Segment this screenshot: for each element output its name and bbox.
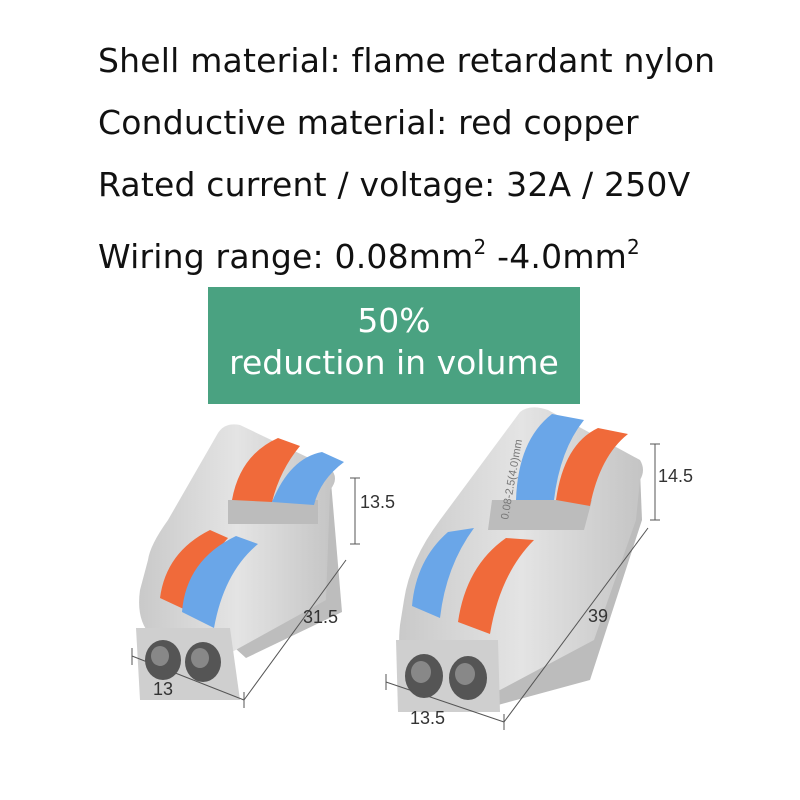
small-width-label: 13 bbox=[153, 679, 173, 699]
small-connector bbox=[136, 424, 344, 700]
spec-rated-current-voltage: Rated current / voltage: 32A / 250V bbox=[98, 165, 691, 204]
small-front-lever-orange bbox=[160, 530, 228, 612]
banner-caption: reduction in volume bbox=[229, 343, 559, 382]
large-rear-lever-orange bbox=[556, 428, 628, 506]
small-length-label: 31.5 bbox=[303, 607, 338, 627]
large-dimension-lines bbox=[385, 443, 660, 730]
small-dimension-lines bbox=[131, 477, 360, 708]
small-wire-hole-left-inner bbox=[151, 646, 169, 666]
small-height-label: 13.5 bbox=[360, 492, 395, 512]
wiring-range-max: -4.0mm bbox=[486, 237, 628, 276]
large-width-label: 13.5 bbox=[410, 708, 445, 728]
spec-shell-material: Shell material: flame retardant nylon bbox=[98, 41, 716, 80]
wiring-range-text: Wiring range: 0.08mm bbox=[98, 237, 474, 276]
large-wire-hole-right-inner bbox=[455, 663, 475, 685]
banner-percent: 50% bbox=[357, 301, 431, 340]
large-connector-divider bbox=[488, 500, 592, 530]
large-wire-hole-left-inner bbox=[411, 661, 431, 683]
small-front-lever-blue bbox=[182, 536, 258, 628]
volume-reduction-banner: 50% reduction in volume bbox=[208, 287, 580, 404]
wiring-sup-min: 2 bbox=[473, 235, 487, 259]
spec-conductive-material: Conductive material: red copper bbox=[98, 103, 639, 142]
large-front-lever-orange bbox=[458, 538, 534, 634]
wiring-sup-max: 2 bbox=[627, 235, 640, 259]
large-height-label: 14.5 bbox=[658, 466, 693, 486]
large-rear-lever-blue bbox=[516, 414, 584, 500]
spec-list: Shell material: flame retardant nylon Co… bbox=[98, 30, 715, 278]
large-length-label: 39 bbox=[588, 606, 608, 626]
spec-wiring-range: Wiring range: 0.08mm2 -4.0mm2 bbox=[98, 216, 715, 278]
small-connector-divider bbox=[228, 500, 318, 524]
large-connector: 0.08-2.5(4.0)mm bbox=[396, 407, 643, 712]
small-rear-lever-orange bbox=[232, 438, 300, 502]
large-front-lever-blue bbox=[412, 528, 474, 618]
small-rear-lever-blue bbox=[272, 452, 344, 505]
small-wire-hole-right-inner bbox=[191, 648, 209, 668]
